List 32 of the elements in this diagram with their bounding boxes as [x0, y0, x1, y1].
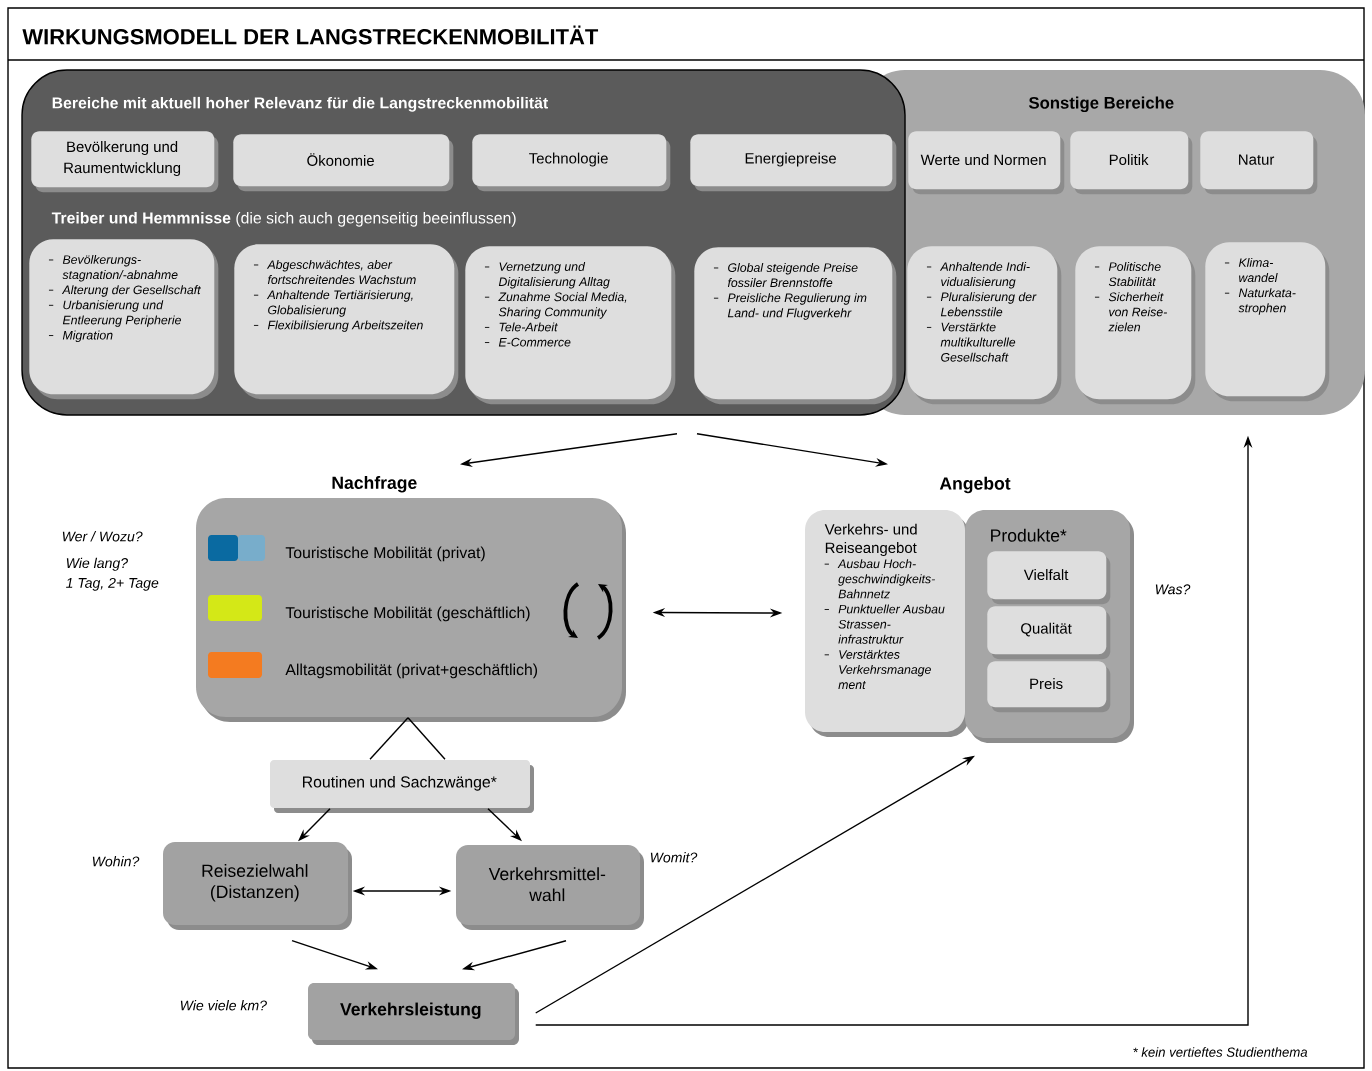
- result-box: Verkehrsleistung: [308, 983, 519, 1045]
- category-box: Natur: [1200, 131, 1318, 195]
- footnote: * kein vertieftes Studienthema: [1133, 1047, 1308, 1057]
- category-box: Bevölkerung und Raumentwicklung: [31, 131, 219, 193]
- side-label: Wie viele km?: [180, 1000, 267, 1011]
- category-box: Technologie: [472, 134, 671, 192]
- side-label: Wie lang?: [66, 557, 128, 571]
- bullet-box: Anhaltende Indi- vidualisierung Pluralisierung der Lebensstile Verstärkte multikulturelle Gesellschaft: [907, 246, 1062, 405]
- side-label: Womit?: [650, 852, 698, 863]
- category-box: Energiepreise: [690, 134, 897, 192]
- side-label: Wohin?: [92, 856, 140, 867]
- heading: Angebot: [939, 476, 1011, 494]
- legend-label: Touristische Mobilität (geschäftlich): [285, 606, 530, 622]
- category-box: Ökonomie: [233, 134, 454, 192]
- title: WIRKUNGSMODELL DER LANGSTRECKENMOBILITÄT: [22, 25, 599, 45]
- category-box: Werte und Normen: [908, 131, 1065, 195]
- legend-label: Alltagsmobilität (privat+geschäftlich): [285, 663, 538, 679]
- bullet-box: Global steigende Preise fossiler Brennstoffe Preisliche Regulierung im Land- und Flugverkehr: [694, 247, 897, 405]
- bullet-box: Bevölkerungs- stagnation/-abnahme Alterung der Gesellschaft Urbanisierung und Entleerung Peripherie Migration: [29, 239, 219, 400]
- bullet-box: Abgeschwächtes, aber fortschreitendes Wachstum Anhaltende Tertiärisierung, Globalisierung Flexibilisierung Arbeitszeiten: [234, 244, 459, 400]
- bullet-box: Klima- wandel Naturkata- strophen: [1205, 242, 1330, 402]
- category-box: Politik: [1070, 131, 1193, 195]
- process-box: Verkehrsmittel- wahl: [456, 845, 644, 930]
- side-label: Wer / Wozu?: [62, 531, 143, 542]
- process-box: Routinen und Sachzwänge*: [270, 760, 534, 813]
- process-box: Reisezielwahl (Distanzen): [163, 842, 352, 930]
- bullet-box: Politische Stabilität Sicherheit von Reise- zielen: [1075, 246, 1196, 405]
- legend-label: Touristische Mobilität (privat): [285, 546, 485, 562]
- side-label: Was?: [1155, 584, 1191, 595]
- offer-box: Verkehrs- und Reiseangebot Ausbau Hoch- geschwindigkeits- Bahnnetz Punktueller Ausbau Strassen- infrastruktur Verstärktes Verkehrsmanage ment: [805, 510, 969, 737]
- bullet-box: Vernetzung und Digitalisierung Alltag Zunahme Social Media, Sharing Community Tele-Arbeit E-Commerce: [465, 246, 676, 405]
- side-label: 1 Tag, 2+ Tage: [66, 577, 159, 591]
